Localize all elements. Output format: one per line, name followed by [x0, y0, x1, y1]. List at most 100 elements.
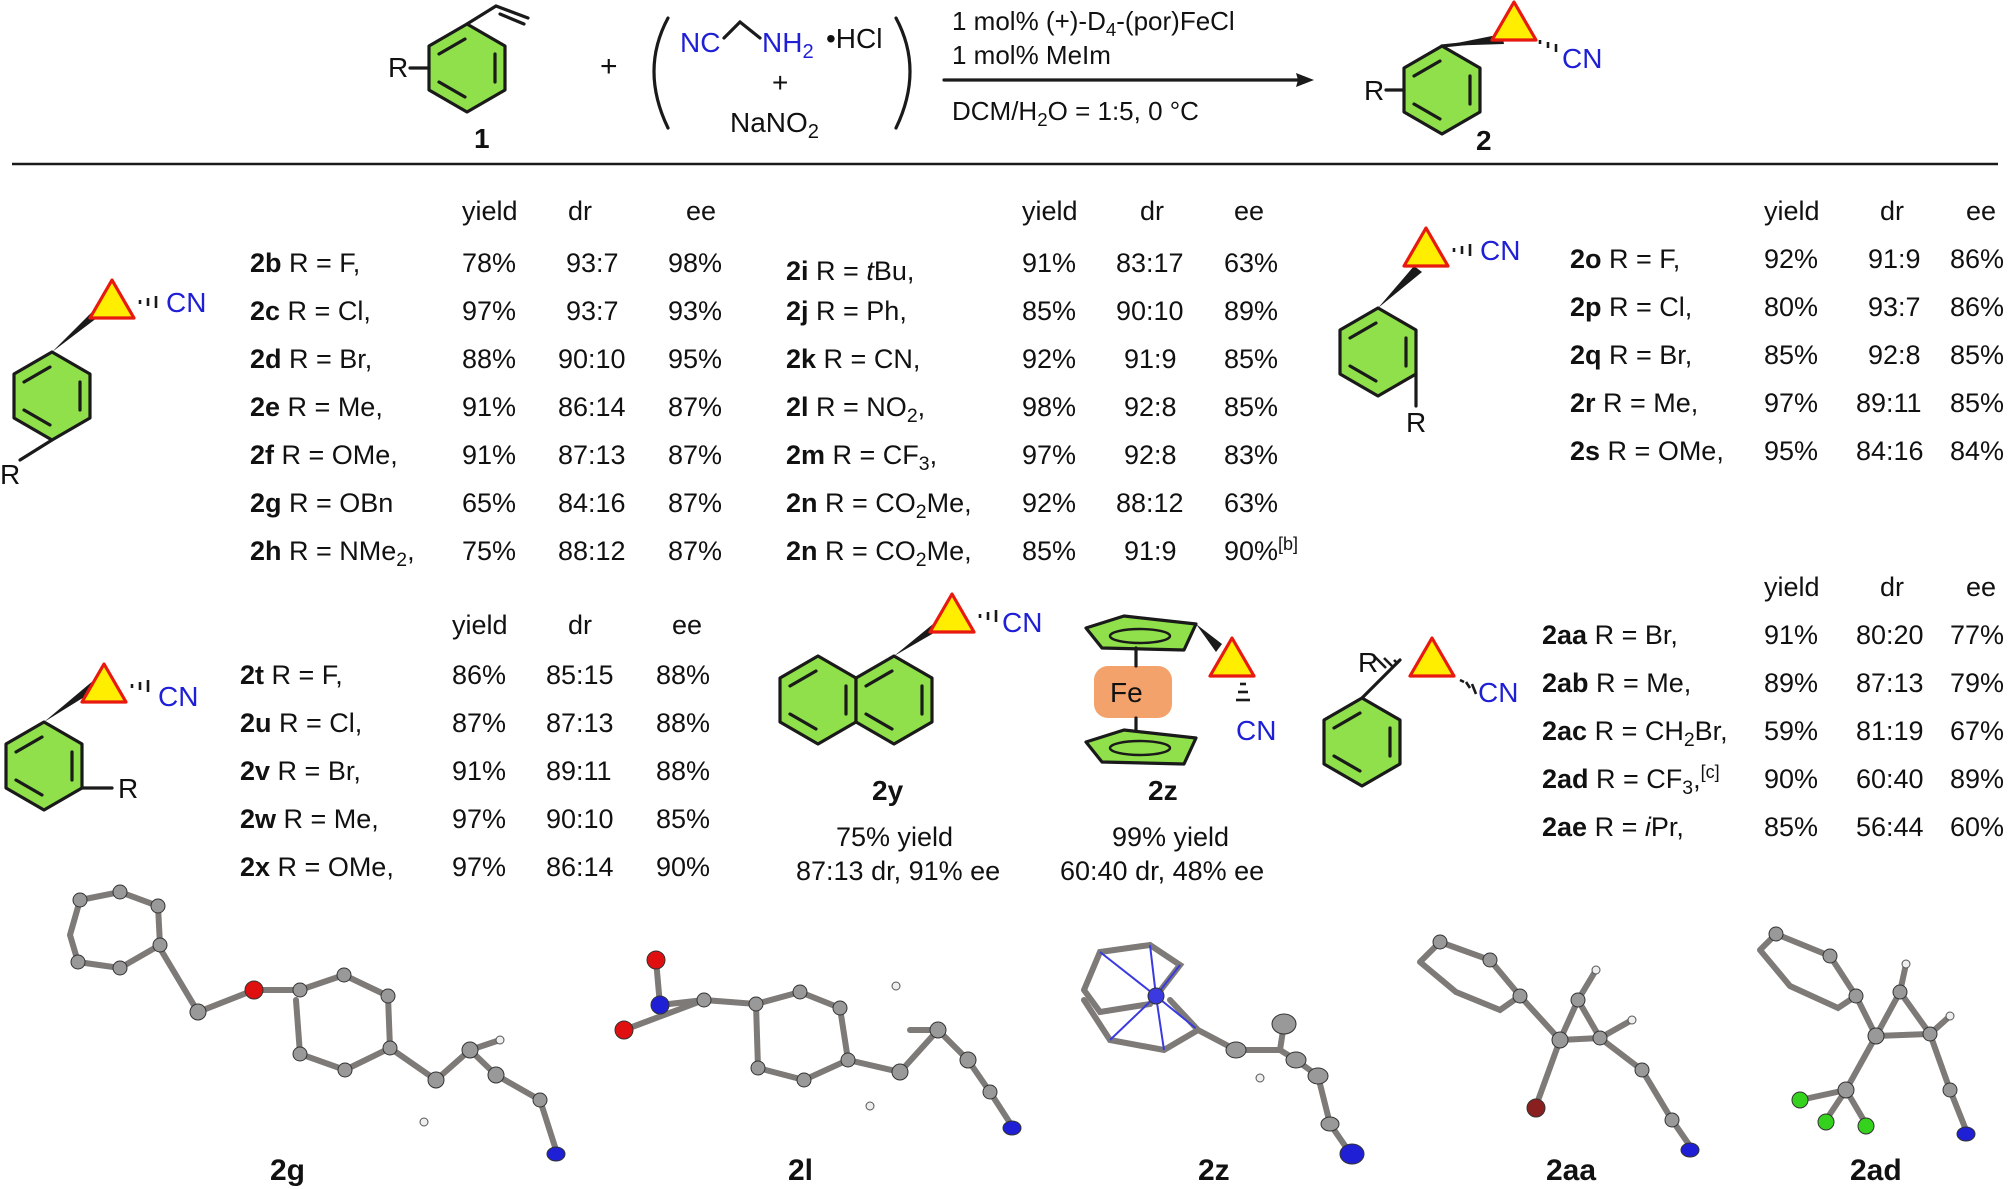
solvent-text: DCM/H2O = 1:5, 0 °C [952, 96, 1199, 130]
yield-cell: 75% [462, 536, 516, 566]
table-row: 2u R = Cl, [240, 708, 362, 738]
ee-cell: 88% [656, 660, 710, 690]
para-header-ee: ee [686, 196, 716, 226]
ee-cell: 84% [1950, 436, 2004, 466]
para-cn-label: CN [166, 287, 206, 318]
ee-cell: 85% [1950, 388, 2004, 418]
yield-cell: 80% [1764, 292, 1818, 322]
reactant-r-label: R [388, 52, 408, 83]
dr-cell: 87:13 [546, 708, 614, 738]
yield-cell: 91% [462, 392, 516, 422]
meta-header-yield: yield [1764, 196, 1820, 226]
ortho-substituted-structure: CN R [4, 662, 198, 812]
table-row: 2ac R = CH2Br, [1542, 716, 1728, 751]
table-row: 2v R = Br, [240, 756, 361, 786]
ee-cell: 90%[b] [1224, 534, 1298, 566]
dr-cell: 93:7 [566, 296, 619, 326]
catalyst-text: 1 mol% (+)-D4-(por)FeCl [952, 6, 1235, 40]
yield-cell: 91% [1022, 248, 1076, 278]
yield-cell: 97% [452, 804, 506, 834]
para-table-block: 2b R = F, 78% 93:7 98% 2c R = Cl, 97% 93… [250, 248, 722, 571]
yield-cell: 91% [452, 756, 506, 786]
dr-cell: 91:9 [1124, 536, 1177, 566]
table-row: 2aa R = Br, [1542, 620, 1678, 650]
yield-cell: 95% [1764, 436, 1818, 466]
para2-table-block: 2i R = tBu, 91% 83:17 63% 2j R = Ph, 85%… [786, 248, 1298, 571]
dr-cell: 88:12 [558, 536, 626, 566]
table-row: 2f R = OMe, [250, 440, 398, 470]
ee-cell: 87% [668, 488, 722, 518]
alpha-header-ee: ee [1966, 572, 1996, 602]
dr-cell: 89:11 [546, 756, 612, 786]
yield-cell: 59% [1764, 716, 1818, 746]
iron-label: Fe [1110, 677, 1143, 708]
dr-cell: 90:10 [546, 804, 614, 834]
yield-cell: 98% [1022, 392, 1076, 422]
ortho-cn-label: CN [158, 681, 198, 712]
naphthyl-dr-ee: 87:13 dr, 91% ee [796, 856, 1000, 886]
reactant-label: 1 [474, 123, 490, 154]
ee-cell: 89% [1950, 764, 2004, 794]
alpha-cn-label: CN [1478, 677, 1518, 708]
dr-cell: 83:17 [1116, 248, 1184, 278]
dr-cell: 88:12 [1116, 488, 1184, 518]
crystal-label-2ad: 2ad [1850, 1154, 1902, 1187]
ee-cell: 85% [1224, 392, 1278, 422]
yield-cell: 88% [462, 344, 516, 374]
naphthyl-label: 2y [872, 775, 904, 806]
yield-cell: 85% [1764, 812, 1818, 842]
dr-cell: 87:13 [1856, 668, 1924, 698]
meta-substituted-structure: CN R [1338, 226, 1520, 438]
ee-cell: 93% [668, 296, 722, 326]
yield-cell: 85% [1022, 536, 1076, 566]
table-row: 2ab R = Me, [1542, 668, 1691, 698]
reagent-nh2: NH2 [762, 27, 814, 63]
ee-cell: 86% [1950, 244, 2004, 274]
dr-cell: 56:44 [1856, 812, 1924, 842]
ee-cell: 85% [1950, 340, 2004, 370]
ee-cell: 77% [1950, 620, 2004, 650]
product-structure: CN R 2 [1364, 0, 1602, 156]
dr-cell: 91:9 [1124, 344, 1177, 374]
table-row: 2b R = F, [250, 248, 360, 278]
meta-cn-label: CN [1480, 235, 1520, 266]
dr-cell: 80:20 [1856, 620, 1924, 650]
reagent-nc: NC [680, 27, 720, 58]
ee-cell: 88% [656, 708, 710, 738]
alpha-table-block: 2aa R = Br, 91% 80:20 77% 2ab R = Me, 89… [1542, 620, 2004, 842]
yield-cell: 85% [1022, 296, 1076, 326]
table-row: 2w R = Me, [240, 804, 379, 834]
table-row: 2ae R = iPr, [1542, 812, 1684, 842]
table-row: 2c R = Cl, [250, 296, 371, 326]
dr-cell: 87:13 [558, 440, 626, 470]
dr-cell: 84:16 [1856, 436, 1924, 466]
dr-cell: 85:15 [546, 660, 614, 690]
para2-header-dr: dr [1140, 196, 1164, 226]
meta-header-ee: ee [1966, 196, 1996, 226]
yield-cell: 91% [462, 440, 516, 470]
table-row: 2m R = CF3, [786, 440, 937, 475]
dr-cell: 93:7 [1868, 292, 1921, 322]
para-r-label: R [0, 459, 20, 490]
yield-cell: 90% [1764, 764, 1818, 794]
table-row: 2s R = OMe, [1570, 436, 1724, 466]
yield-cell: 92% [1022, 488, 1076, 518]
product-label: 2 [1476, 125, 1492, 156]
para-header-dr: dr [568, 196, 592, 226]
ee-cell: 63% [1224, 488, 1278, 518]
crystal-label-2l: 2l [788, 1154, 813, 1187]
ee-cell: 98% [668, 248, 722, 278]
dr-cell: 86:14 [558, 392, 626, 422]
table-row: 2q R = Br, [1570, 340, 1692, 370]
reagent-hcl: •HCl [826, 23, 882, 54]
reagent-bracket: NC NH2 •HCl + NaNO2 [652, 16, 912, 143]
ortho-header-dr: dr [568, 610, 592, 640]
ferrocenyl-structure: Fe CN 2z 99% yield 60:40 dr, 48% ee [1060, 614, 1276, 886]
crystal-label-2z: 2z [1198, 1154, 1230, 1187]
naphthyl-cn-label: CN [1002, 607, 1042, 638]
yield-cell: 89% [1764, 668, 1818, 698]
crystal-structure-2g: 2g [67, 884, 566, 1187]
meta-r-label: R [1406, 407, 1426, 438]
yield-cell: 91% [1764, 620, 1818, 650]
